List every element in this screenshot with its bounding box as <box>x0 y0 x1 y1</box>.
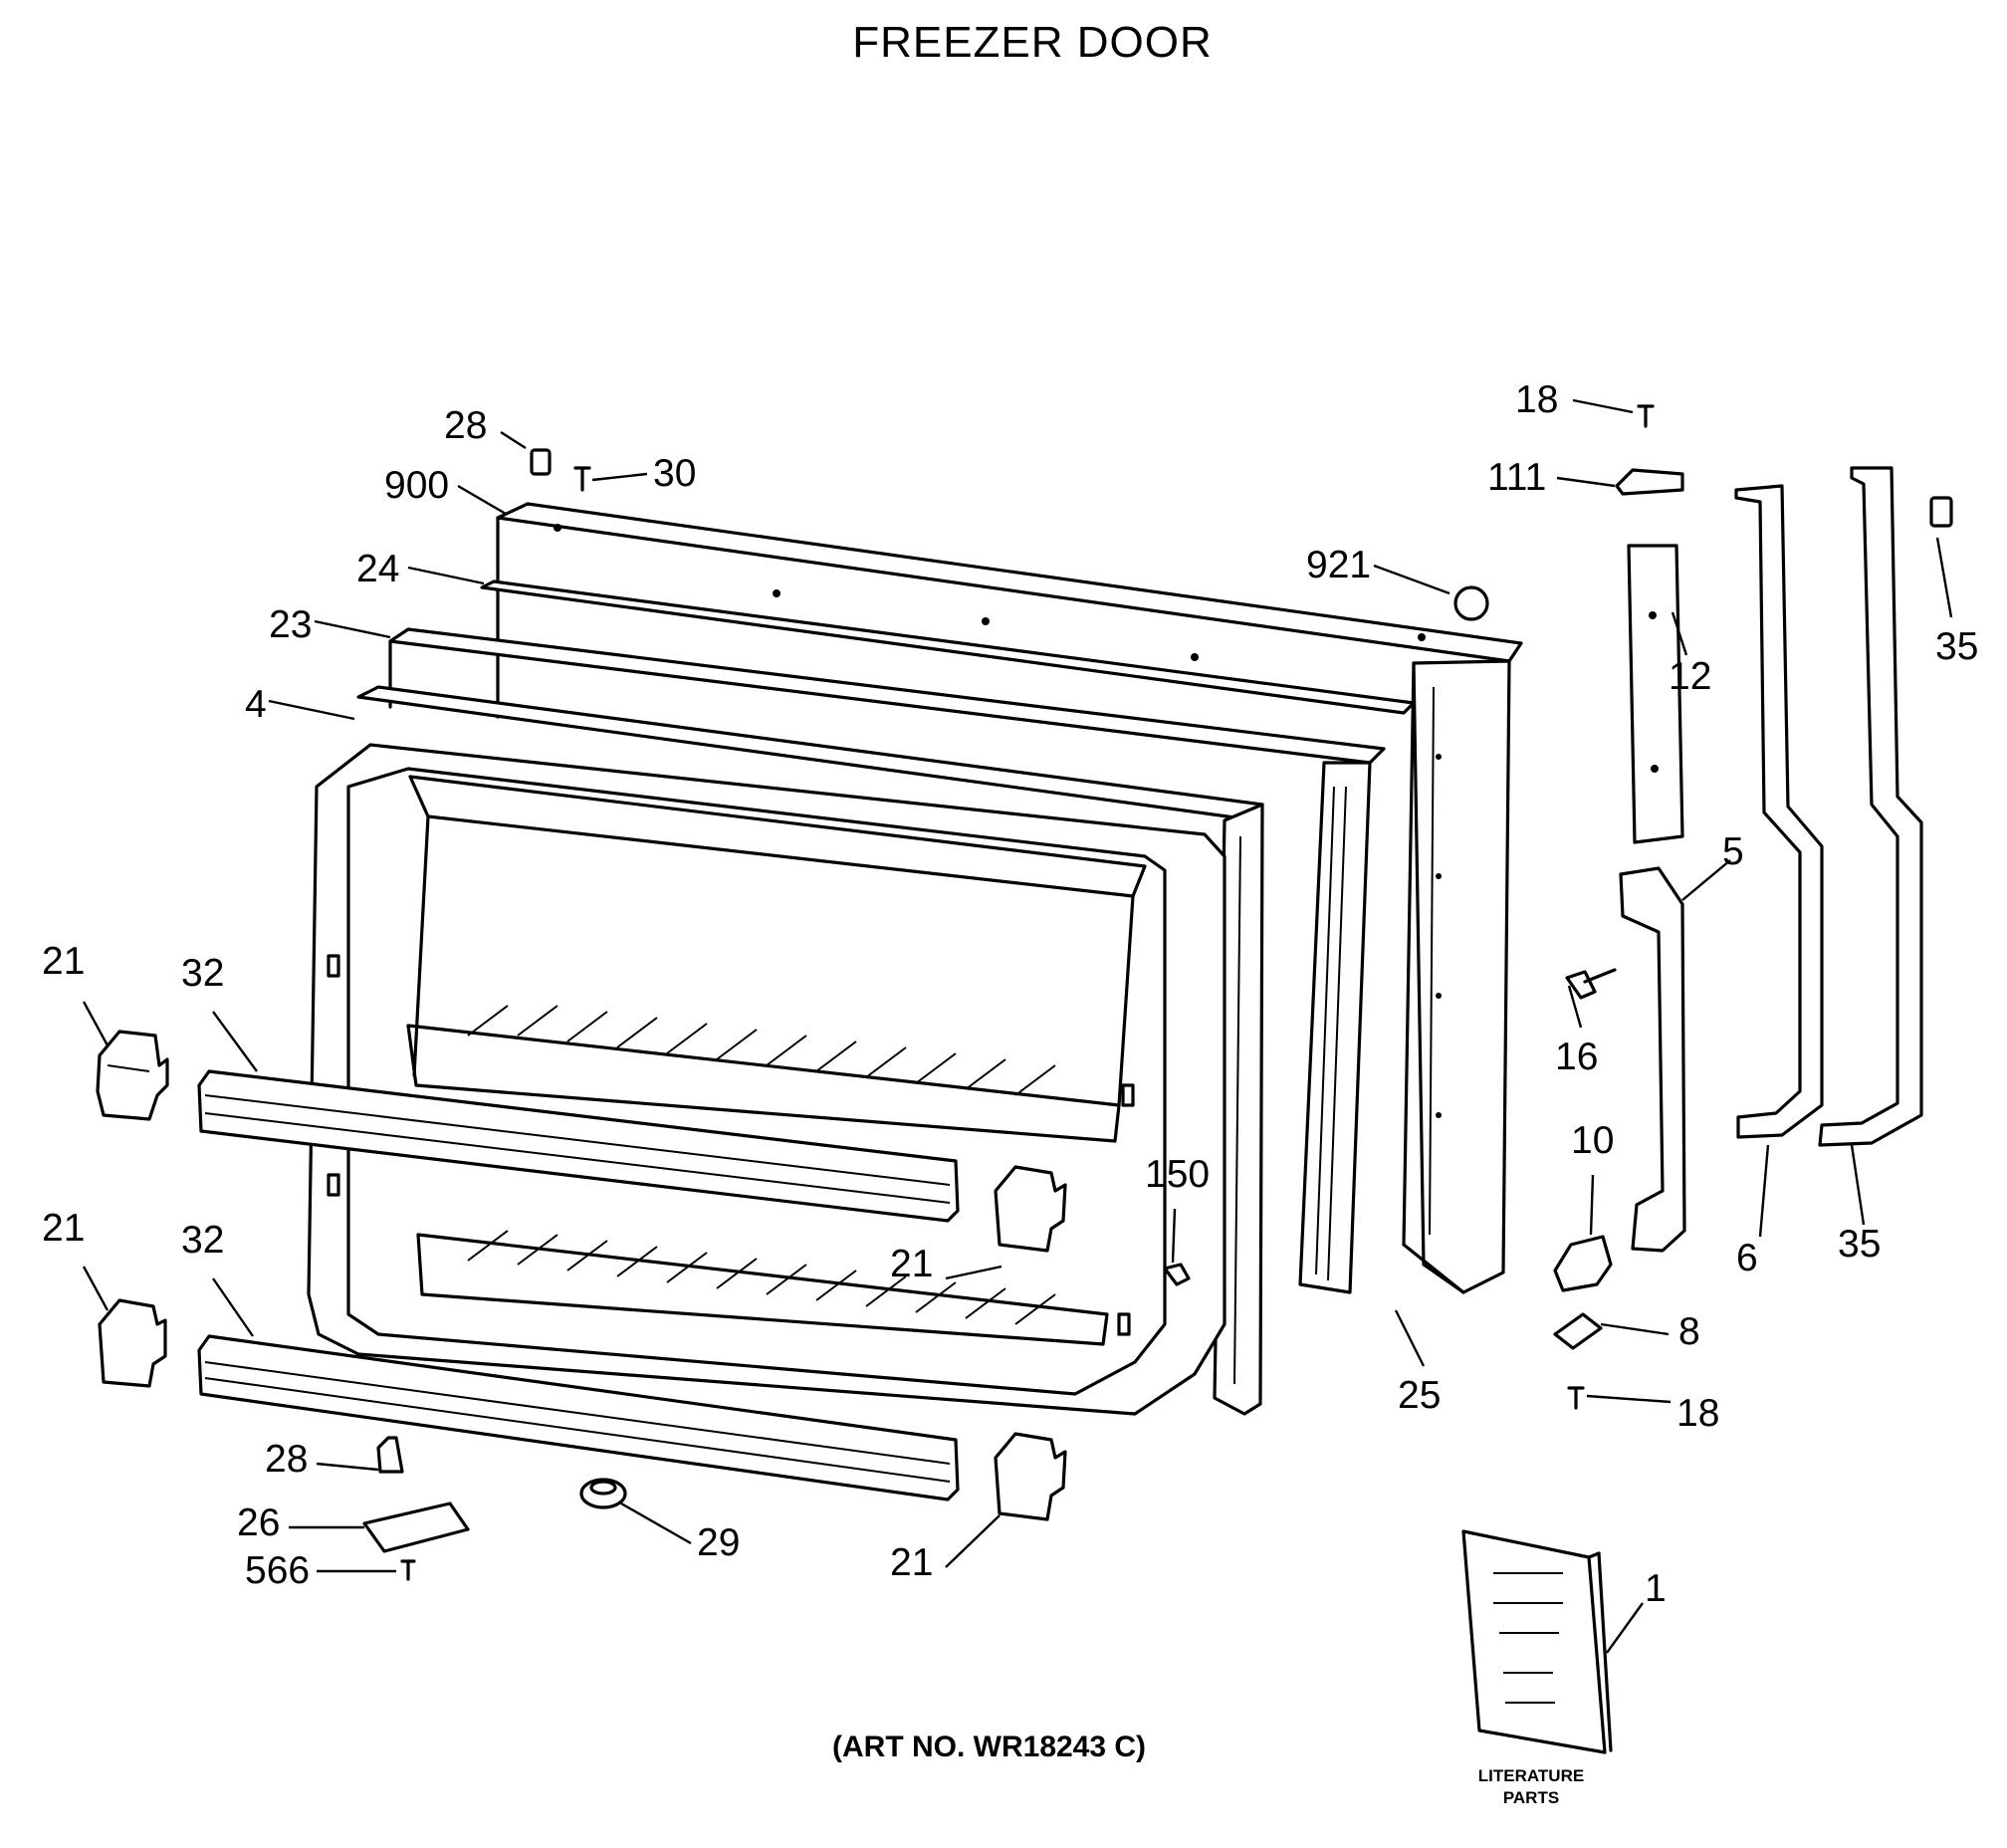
callout-32-upper: 32 <box>181 952 225 995</box>
shelf-bar-upper <box>197 1069 960 1223</box>
callout-30: 30 <box>653 452 697 495</box>
hardware-small-parts <box>362 404 1684 1581</box>
door-gasket <box>388 627 1386 1294</box>
callout-21-lower-left: 21 <box>42 1207 86 1250</box>
hinge-bracket-5 <box>1619 866 1686 1253</box>
callout-21-lower-right: 21 <box>890 1541 934 1584</box>
callout-35-bottom: 35 <box>1838 1223 1882 1266</box>
liner-flange <box>356 685 1264 1416</box>
callout-18-top: 18 <box>1515 378 1559 421</box>
callout-21-upper-left: 21 <box>42 940 86 983</box>
callout-28-bottom: 28 <box>265 1438 309 1481</box>
callout-24: 24 <box>356 548 400 590</box>
callout-111: 111 <box>1487 456 1547 499</box>
art-number: (ART NO. WR18243 C) <box>832 1731 1147 1763</box>
callout-566: 566 <box>245 1549 311 1592</box>
callout-150: 150 <box>1145 1153 1211 1196</box>
callout-26: 26 <box>237 1502 281 1544</box>
door-handle-35 <box>1818 466 1923 1147</box>
callout-10: 10 <box>1571 1119 1615 1162</box>
callout-900: 900 <box>384 464 450 507</box>
callout-35-right: 35 <box>1935 625 1979 668</box>
callout-23: 23 <box>269 603 313 646</box>
door-handle-6 <box>1734 484 1824 1139</box>
callout-29: 29 <box>697 1521 741 1564</box>
callout-5: 5 <box>1722 830 1744 873</box>
inner-door-liner <box>307 743 1226 1416</box>
outer-door-panel <box>496 502 1523 1294</box>
callout-32-lower: 32 <box>181 1219 225 1262</box>
handle-cap-35 <box>1929 496 1953 528</box>
callout-12: 12 <box>1669 655 1712 698</box>
shelf-support-upper-left <box>96 1030 169 1121</box>
hinge-bracket-12 <box>1627 544 1684 844</box>
diagram-title: FREEZER DOOR <box>852 18 1213 67</box>
leader-lines <box>82 398 1953 1654</box>
callout-4: 4 <box>245 683 267 726</box>
literature-parts <box>1461 1529 1613 1754</box>
callout-1: 1 <box>1645 1567 1667 1610</box>
hinge-bracket-8 <box>1553 1312 1603 1350</box>
shelf-support-lower-left <box>98 1298 167 1388</box>
shelf-support-upper-right <box>994 1165 1067 1253</box>
callout-6: 6 <box>1736 1237 1758 1279</box>
callout-18-bottom: 18 <box>1676 1392 1720 1435</box>
literature-label-line1: LITERATURE <box>1477 1766 1585 1785</box>
callout-28-top: 28 <box>444 404 488 447</box>
callout-16: 16 <box>1555 1036 1599 1078</box>
hinge-bracket-10 <box>1553 1235 1613 1292</box>
callout-921: 921 <box>1306 544 1372 586</box>
callout-8: 8 <box>1678 1310 1700 1353</box>
shelf-bar-lower <box>197 1334 960 1502</box>
shelf-support-lower-right <box>994 1432 1067 1521</box>
literature-label-line2: PARTS <box>1502 1788 1560 1807</box>
breaker-strip <box>480 579 1416 715</box>
callout-25: 25 <box>1398 1374 1442 1417</box>
callout-21-upper-right: 21 <box>890 1243 934 1285</box>
